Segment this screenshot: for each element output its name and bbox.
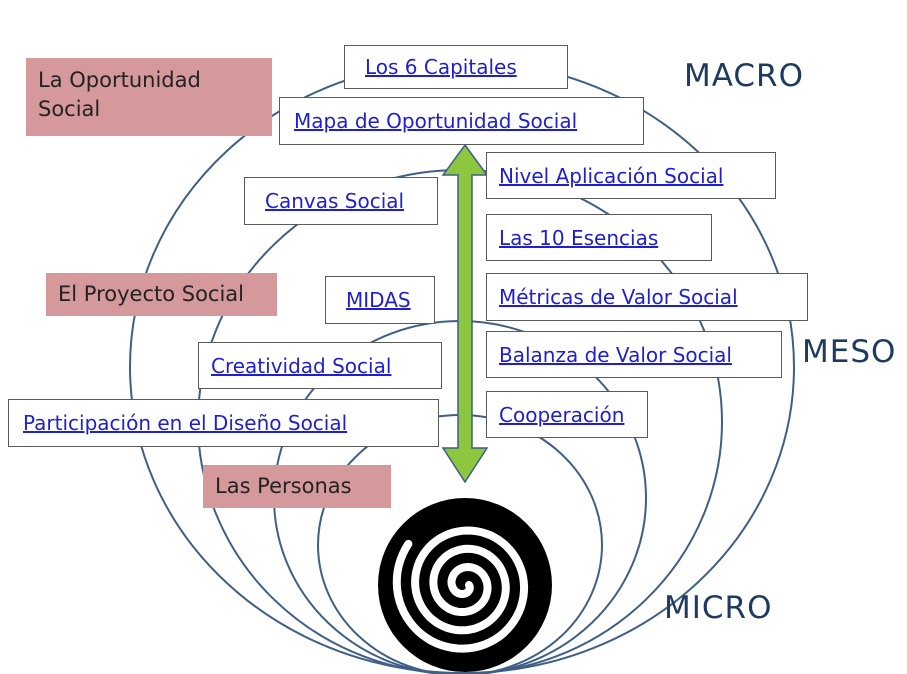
link-canvas-social[interactable]: Canvas Social (265, 189, 405, 213)
link-cooperacion[interactable]: Cooperación (499, 402, 625, 427)
category-personas: Las Personas (203, 465, 391, 508)
link-creatividad-social[interactable]: Creatividad Social (211, 353, 392, 378)
level-micro: MICRO (664, 590, 773, 626)
spiral-icon (378, 498, 552, 672)
link-box-balanza: Balanza de Valor Social (486, 331, 782, 378)
link-metricas-valor[interactable]: Métricas de Valor Social (499, 285, 738, 309)
link-box-cooperacion: Cooperación (486, 391, 648, 438)
category-oportunidad-social: La Oportunidad Social (26, 58, 272, 136)
link-box-participacion: Participación en el Diseño Social (8, 399, 439, 447)
link-capitales[interactable]: Los 6 Capitales (365, 55, 517, 79)
link-box-midas: MIDAS (325, 276, 435, 324)
link-box-canvas: Canvas Social (244, 177, 438, 225)
level-macro: MACRO (684, 58, 804, 94)
link-box-nivel: Nivel Aplicación Social (486, 152, 776, 199)
link-midas[interactable]: MIDAS (346, 288, 411, 312)
category-personas-label: Las Personas (215, 473, 352, 498)
category-proyecto-label: El Proyecto Social (58, 281, 245, 306)
link-participacion-diseno[interactable]: Participación en el Diseño Social (23, 411, 348, 435)
link-nivel-aplicacion[interactable]: Nivel Aplicación Social (499, 163, 724, 188)
link-box-creatividad: Creatividad Social (198, 342, 442, 389)
category-oportunidad-line2: Social (38, 97, 101, 122)
level-meso: MESO (802, 334, 897, 370)
link-10-esencias[interactable]: Las 10 Esencias (499, 225, 659, 250)
link-box-mapa: Mapa de Oportunidad Social (279, 97, 644, 145)
link-balanza-valor[interactable]: Balanza de Valor Social (499, 342, 732, 367)
link-mapa-oportunidad[interactable]: Mapa de Oportunidad Social (294, 109, 578, 133)
link-box-capitales: Los 6 Capitales (344, 45, 568, 89)
category-proyecto-social: El Proyecto Social (46, 273, 277, 316)
link-box-metricas: Métricas de Valor Social (486, 273, 808, 321)
category-oportunidad-line1: La Oportunidad (38, 68, 201, 92)
link-box-esencias: Las 10 Esencias (486, 214, 712, 261)
double-arrow (441, 143, 489, 484)
